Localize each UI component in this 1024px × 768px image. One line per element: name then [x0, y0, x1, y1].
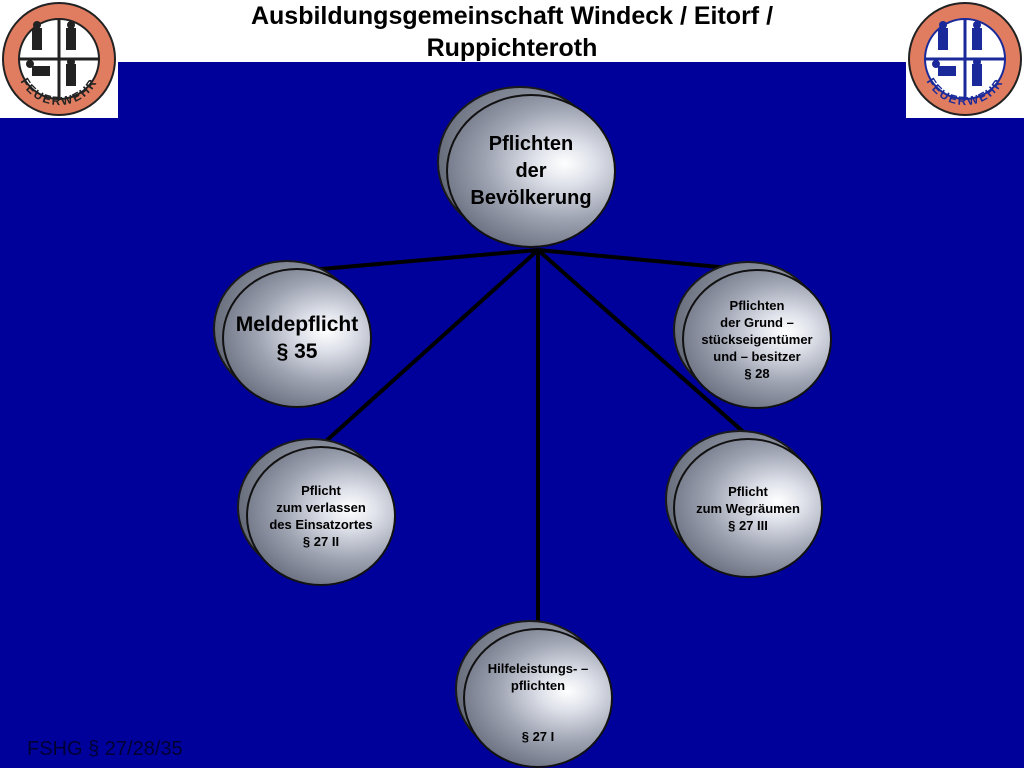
node-hilfeleistungspflichten: Hilfeleistungs- – pflichten § 27 I — [463, 628, 613, 768]
node-label: der Grund – — [720, 314, 794, 330]
header-bar: Ausbildungsgemeinschaft Windeck / Eitorf… — [0, 0, 1024, 62]
node-label: Meldepflicht — [235, 313, 359, 336]
node-label: § 27 II — [302, 534, 340, 549]
node-pflichten-grundeigentuemer: Pflichten der Grund – stückseigentümer u… — [682, 269, 832, 409]
node-label: Pflichten — [729, 297, 785, 313]
connector-meldepflicht — [309, 248, 539, 272]
node-label: zum Wegräumen — [696, 500, 800, 516]
node-label: § 27 I — [521, 729, 555, 744]
node-pflichten-bevoelkerung: Pflichten der Bevölkerung — [446, 94, 616, 248]
fire-brigade-emblem-icon: FEUERWEHR — [2, 2, 116, 116]
title-line-1: Ausbildungsgemeinschaft Windeck / Eitorf… — [250, 2, 774, 30]
node-label: pflichten — [510, 678, 566, 693]
connector-wegraeumen — [536, 248, 750, 438]
node-label: Pflicht — [301, 483, 341, 498]
node-label: des Einsatzortes — [269, 517, 373, 532]
node-label: der — [515, 159, 547, 182]
node-pflicht-wegraeumen: Pflicht zum Wegräumen § 27 III — [673, 438, 823, 578]
node-label: und – besitzer — [713, 348, 801, 364]
fire-brigade-emblem-icon: FEUERWEHR — [908, 2, 1022, 116]
node-label: stückseigentümer — [701, 331, 813, 347]
title-line-2: Ruppichteroth — [426, 34, 598, 62]
node-pflicht-verlassen: Pflicht zum verlassen des Einsatzortes §… — [246, 446, 396, 586]
node-meldepflicht: Meldepflicht § 35 — [222, 268, 372, 408]
node-label: § 27 III — [728, 517, 768, 533]
fire-brigade-logo-left: FEUERWEHR — [0, 0, 118, 118]
slide-title: Ausbildungsgemeinschaft Windeck / Eitorf… — [150, 0, 874, 64]
node-label: Pflichten — [488, 132, 574, 155]
footer-reference: FSHG § 27/28/35 — [27, 738, 183, 760]
node-label: zum verlassen — [276, 500, 366, 515]
connector-verlassen — [323, 248, 540, 444]
node-label: Hilfeleistungs- – — [487, 661, 589, 676]
node-label: § 28 — [744, 365, 770, 381]
node-label: Pflicht — [728, 483, 768, 499]
fire-brigade-logo-right: FEUERWEHR — [906, 0, 1024, 118]
node-label: § 35 — [276, 340, 318, 363]
node-label: Bevölkerung — [470, 186, 592, 209]
connector-grund — [537, 248, 731, 270]
